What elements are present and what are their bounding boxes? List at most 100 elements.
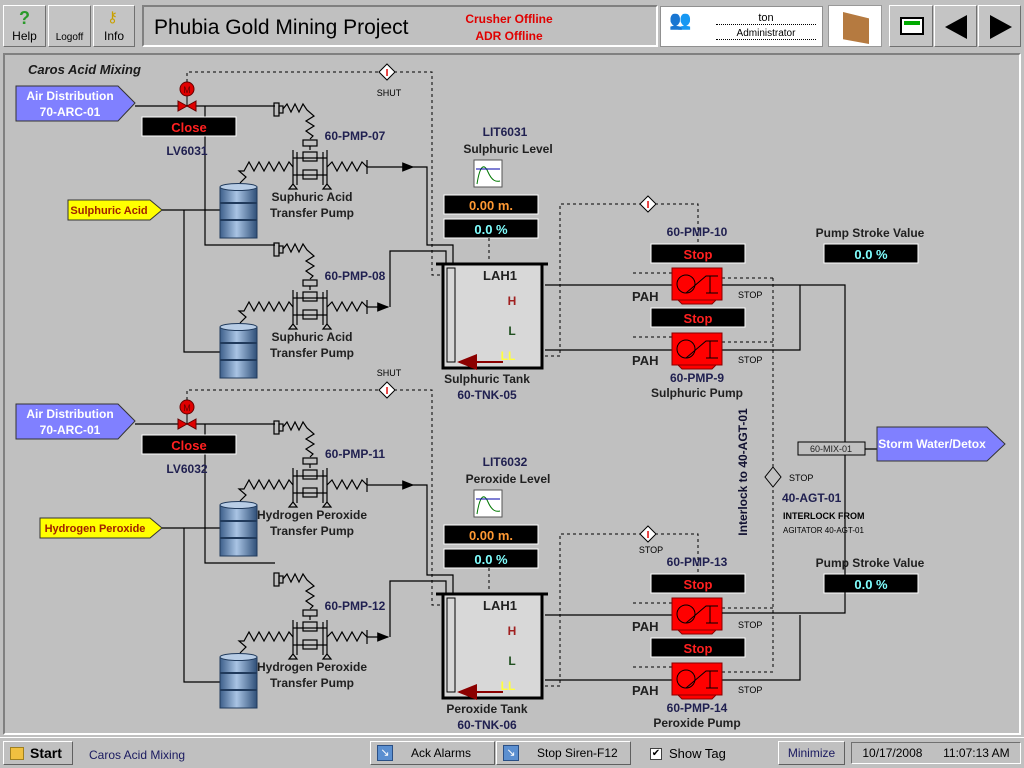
keyboard-button[interactable]: [889, 5, 933, 47]
transfer-pump[interactable]: [237, 102, 368, 190]
clock: 10/17/2008 11:07:13 AM: [851, 742, 1021, 764]
valve-tag: LV6031: [166, 144, 207, 158]
dosing-pump-tag: 60-PMP-9: [670, 371, 724, 385]
stroke-value: 0.0 %: [854, 577, 888, 592]
level-value: 0.00 m.: [469, 528, 513, 543]
level-value-box: [443, 194, 539, 215]
dosing-pump-tag: 60-PMP-13: [667, 555, 728, 569]
level-tag: LIT6031: [483, 125, 528, 139]
users-icon: 👥: [669, 10, 692, 30]
show-tag-checkbox[interactable]: ✔ Show Tag: [650, 746, 726, 761]
current-screen-label: Caros Acid Mixing: [89, 748, 186, 762]
air-pipe: [135, 423, 275, 564]
dosing-pump[interactable]: [671, 662, 723, 700]
transfer-pump-name: Hydrogen Peroxide: [257, 508, 367, 522]
ack-alarms-button[interactable]: ↘ Ack Alarms: [370, 741, 495, 765]
level-tag: LIT6032: [483, 455, 528, 469]
taskbar: Start Caros Acid Mixing ↘ Ack Alarms ↘ S…: [0, 737, 1024, 768]
storm-water-destination[interactable]: [876, 426, 1006, 462]
pump-body-icon: [292, 616, 328, 655]
chemical-source[interactable]: [67, 199, 163, 221]
show-tag-label: Show Tag: [669, 746, 726, 761]
pump-body-icon: [292, 146, 328, 185]
inlet-hose-icon: [237, 160, 294, 184]
dosing-pump-tag: 60-PMP-10: [667, 225, 728, 239]
valve-status: Close: [171, 120, 206, 135]
drum-icon: [219, 501, 258, 557]
help-button[interactable]: ? Help: [3, 5, 46, 47]
motor-valve[interactable]: M: [177, 81, 197, 112]
forward-button[interactable]: [978, 5, 1021, 47]
agitator-stop-label: STOP: [789, 473, 813, 483]
pump-interlock-line: [545, 533, 773, 687]
interlock-i-icon: I: [647, 200, 650, 211]
dosing-pump-status-box: [650, 637, 746, 658]
keyboard-icon: [900, 17, 924, 35]
pah-label: PAH: [632, 619, 658, 634]
pump-stop-label: STOP: [738, 290, 762, 300]
dosing-pump-status: Stop: [684, 577, 713, 592]
outlet-hose-icon: [326, 160, 368, 173]
dosing-pump[interactable]: [671, 597, 723, 635]
user-role: Administrator: [716, 28, 816, 40]
dosing-pipe: [545, 614, 801, 681]
transfer-pump-tag: 60-PMP-08: [325, 269, 386, 283]
transfer-pump[interactable]: [237, 420, 368, 508]
transfer-pump[interactable]: [237, 242, 368, 330]
air-distribution-source[interactable]: [15, 85, 136, 122]
interlock-stop-label: STOP: [639, 545, 663, 555]
dosing-pump[interactable]: [671, 332, 723, 370]
ack-alarms-label: Ack Alarms: [411, 746, 472, 760]
stroke-value-box: [823, 243, 919, 264]
air-source-tag: 70-ARC-01: [40, 105, 101, 119]
tank-alarm-lah: LAH1: [483, 268, 517, 283]
dosing-pump-tag: 60-PMP-14: [667, 701, 728, 715]
info-button[interactable]: ⚷ Info: [93, 5, 135, 47]
transfer-pump-name: Transfer Pump: [270, 676, 354, 690]
spring-icon: [282, 102, 316, 140]
user-panel[interactable]: 👥 ton Administrator: [660, 6, 823, 47]
interlock-diamond-icon[interactable]: [639, 195, 657, 213]
interlock-diamond-icon[interactable]: [378, 63, 396, 81]
tank-name: Sulphuric Tank: [444, 372, 530, 386]
pump-stop-label: STOP: [738, 355, 762, 365]
start-button[interactable]: Start: [3, 741, 73, 765]
dosing-pump-status-box: [650, 573, 746, 594]
shut-interlock-line: [186, 389, 475, 606]
interlock-diamond-icon[interactable]: [378, 381, 396, 399]
time: 11:07:13 AM: [943, 746, 1010, 760]
chemical-pipe: [162, 527, 220, 683]
minimize-button[interactable]: Minimize: [778, 741, 845, 765]
chemical-source[interactable]: [39, 517, 163, 539]
alarm-adr[interactable]: ADR Offline: [475, 29, 543, 43]
air-distribution-source[interactable]: [15, 403, 136, 440]
back-button[interactable]: [934, 5, 977, 47]
key-icon: ⚷: [107, 9, 118, 26]
sulphuric-section: Air Distribution70-ARC-01MCloseLV6031ISH…: [15, 63, 925, 402]
outlet-hose-icon: [326, 478, 368, 491]
dosing-pump[interactable]: [671, 267, 723, 305]
motor-valve[interactable]: M: [177, 399, 197, 430]
company-logo: [828, 5, 882, 47]
interlock-diamond-icon[interactable]: [764, 466, 782, 488]
alarm-crusher[interactable]: Crusher Offline: [465, 12, 553, 26]
transfer-pump[interactable]: [237, 572, 368, 660]
tank-inlet-pipe: [389, 484, 454, 637]
trend-icon[interactable]: [473, 159, 503, 188]
trend-icon[interactable]: [473, 489, 503, 518]
acknowledge-icon: ↘: [377, 745, 393, 761]
shut-label: SHUT: [377, 88, 402, 98]
shut-label: SHUT: [377, 368, 402, 378]
stop-siren-button[interactable]: ↘ Stop Siren-F12: [496, 741, 631, 765]
interlock-i-icon: I: [647, 530, 650, 541]
inlet-hose-icon: [237, 478, 294, 502]
tank-alarm-lah: LAH1: [483, 598, 517, 613]
dosing-pump-status: Stop: [684, 311, 713, 326]
process-display: [3, 53, 1021, 735]
interlock-diamond-icon[interactable]: [639, 525, 657, 543]
logoff-button[interactable]: Logoff: [48, 5, 91, 47]
dosing-pump-status: Stop: [684, 247, 713, 262]
peroxide-section: Air Distribution70-ARC-01MCloseLV6032ISH…: [15, 368, 925, 732]
